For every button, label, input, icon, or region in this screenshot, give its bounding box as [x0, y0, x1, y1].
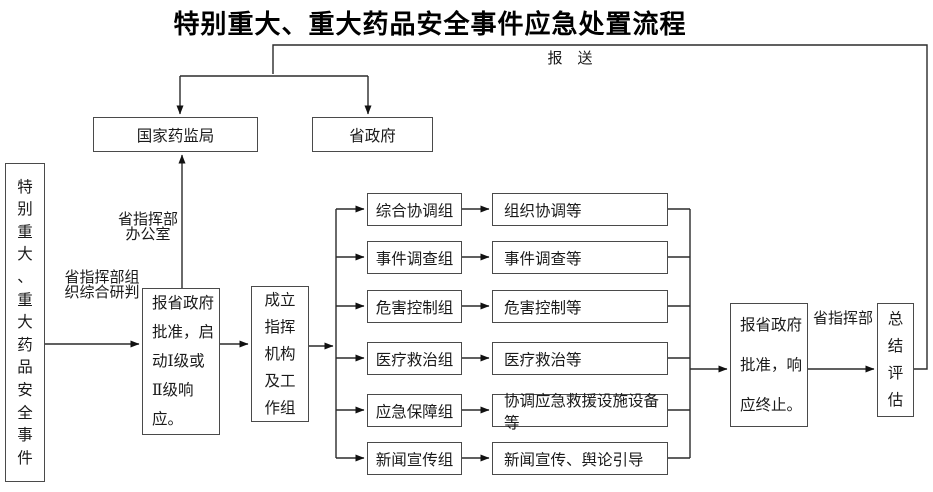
edge-label-command-office: 省指挥部 办公室 — [117, 210, 178, 243]
edge-label-provincial-command: 省指挥部 — [812, 309, 873, 327]
edge-label-report: 报 送 — [547, 49, 593, 67]
page-title: 特别重大、重大药品安全事件应急处置流程 — [173, 10, 687, 40]
duty-box-comprehensive-coordination: 组织协调等 — [492, 193, 668, 226]
duty-box-emergency-support: 协调应急救援设施设备等 — [492, 392, 668, 432]
group-box-emergency-support: 应急保障组 — [367, 394, 462, 427]
group-box-news-publicity: 新闻宣传组 — [367, 442, 462, 475]
edge-label-joint-assessment: 省指挥部组 织综合研判 — [64, 268, 140, 301]
group-box-comprehensive-coordination: 综合协调组 — [367, 193, 462, 226]
node-approve-and-terminate-response: 报省政府 批准，响 应终止。 — [730, 303, 808, 427]
duty-box-hazard-control: 危害控制等 — [492, 290, 668, 323]
node-summary-evaluation: 总 结 评 估 — [877, 303, 914, 417]
duty-box-news-publicity: 新闻宣传、舆论引导 — [492, 442, 668, 475]
duty-box-medical-treatment: 医疗救治等 — [492, 342, 668, 375]
node-approve-and-activate-response: 报省政府 批准，启 动Ⅰ级或 Ⅱ级响 应。 — [142, 288, 220, 435]
node-provincial-government: 省政府 — [312, 117, 433, 152]
group-box-incident-investigation: 事件调查组 — [367, 241, 462, 274]
node-national-drug-administration: 国家药监局 — [93, 117, 258, 152]
group-box-medical-treatment: 医疗救治组 — [367, 342, 462, 375]
duty-box-incident-investigation: 事件调查等 — [492, 241, 668, 274]
report-feedback-line — [272, 44, 928, 370]
node-incident: 特 别 重 大 、 重 大 药 品 安 全 事 件 — [5, 163, 45, 482]
group-box-hazard-control: 危害控制组 — [367, 290, 462, 323]
node-setup-command-body: 成立 指挥 机构 及工 作组 — [251, 286, 309, 422]
